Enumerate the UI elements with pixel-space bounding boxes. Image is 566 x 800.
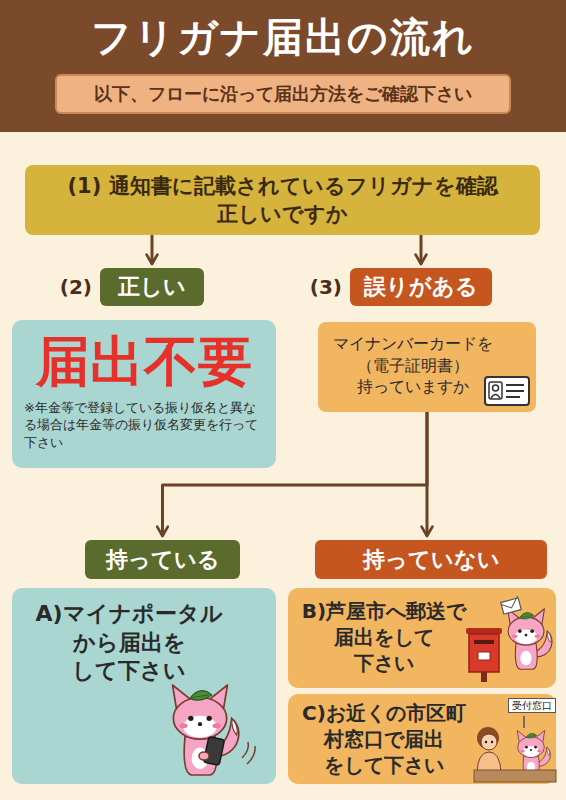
choice-pill: (2)正しい <box>100 268 204 306</box>
node-text: A)マイナポータル から届出を して下さい <box>24 600 234 686</box>
node-text: マイナンバーカードを （電子証明書） 持っていますか <box>328 333 498 398</box>
action-box: B)芦屋市へ郵送で 届出をして 下さい <box>288 588 556 688</box>
question-box: (1) 通知書に記載されているフリガナを確認 正しいですか <box>25 165 540 235</box>
callout-number: (2) <box>60 275 92 299</box>
choice-pill: 持っていない <box>315 540 547 579</box>
flow-arrow <box>420 235 423 264</box>
subtitle-box: 以下、フローに沿って届出方法をご確認下さい <box>55 74 511 114</box>
node-text: 誤りがある <box>364 272 478 302</box>
page-title: フリガナ届出の流れ <box>0 10 566 65</box>
fox-with-phone <box>152 680 270 780</box>
choice-pill: (3)誤りがある <box>350 268 492 306</box>
callout-number: (3) <box>310 275 342 299</box>
node-text: 正しい <box>118 272 186 302</box>
node-text: B)芦屋市へ郵送で 届出をして 下さい <box>298 598 470 676</box>
node-text: 持っていない <box>363 545 500 575</box>
flow-arrow <box>426 412 429 536</box>
node-text: C)お近くの市区町 村窓口で届出 をして下さい <box>296 700 472 778</box>
action-box: C)お近くの市区町 村窓口で届出 をして下さい 受付窓口 <box>288 694 556 784</box>
choice-pill: 持っている <box>85 540 240 579</box>
question-box: マイナンバーカードを （電子証明書） 持っていますか <box>318 322 536 412</box>
node-text: ※年金等で登録している振り仮名と異なる場合は年金等の振り仮名変更を行って下さい <box>24 399 264 452</box>
node-text: (1) 通知書に記載されているフリガナを確認 正しいですか <box>35 172 530 229</box>
mailbox-and-fox <box>464 592 554 684</box>
node-text: 届出不要 <box>24 330 264 395</box>
flow-arrow <box>151 235 154 264</box>
sign-label: 受付窓口 <box>508 698 556 713</box>
node-text: 以下、フローに沿って届出方法をご確認下さい <box>94 82 472 106</box>
result-box: 届出不要※年金等で登録している振り仮名と異なる場合は年金等の振り仮名変更を行って… <box>12 320 276 468</box>
id-card-icon <box>484 376 530 406</box>
action-box: A)マイナポータル から届出を して下さい <box>12 588 276 784</box>
node-text: 持っている <box>106 545 220 575</box>
